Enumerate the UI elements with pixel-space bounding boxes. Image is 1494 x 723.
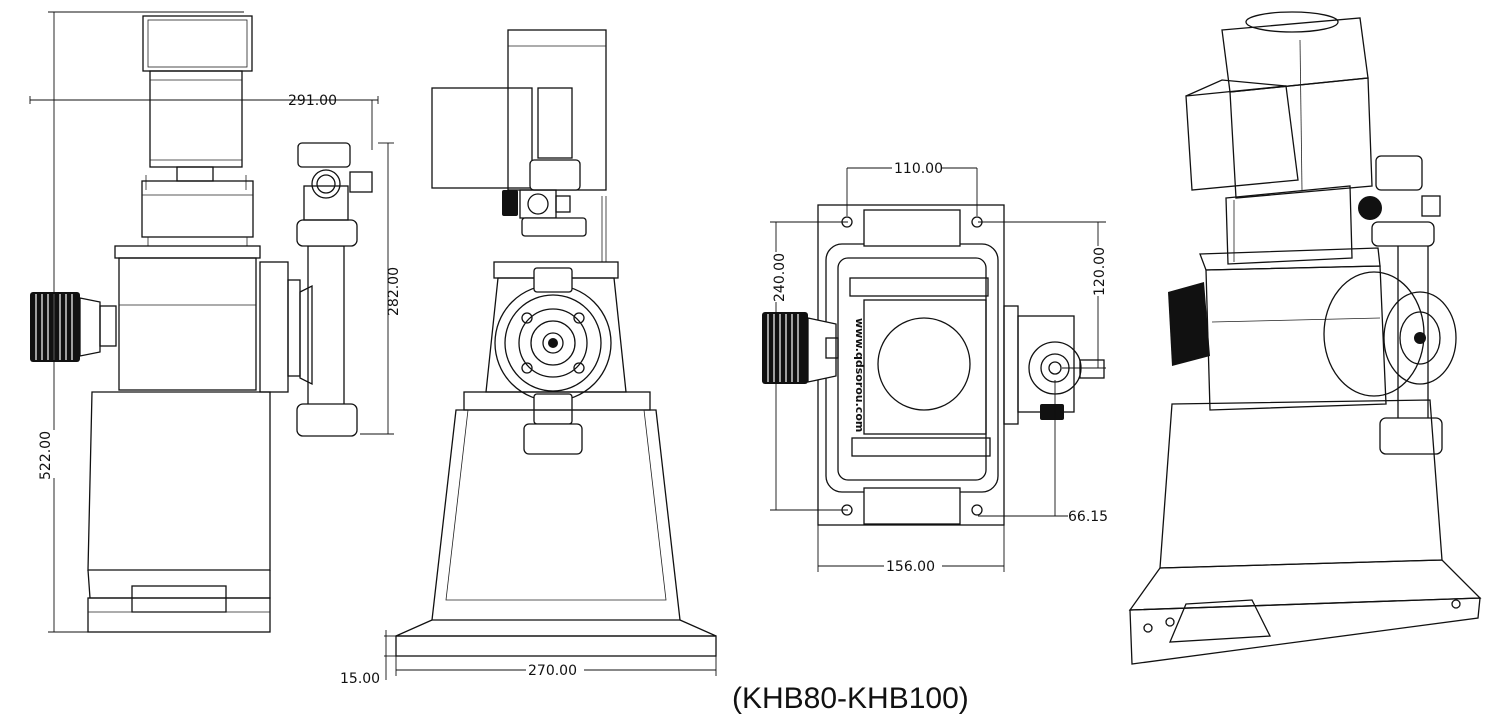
dim-front-base-width: 270.00 (528, 663, 577, 679)
isometric-view (1128, 11, 1482, 665)
engraving-text: www.qdsorou.com (853, 318, 866, 432)
dim-top-bolt-spacing: 110.00 (894, 161, 943, 177)
dim-side-total-height: 522.00 (38, 431, 54, 480)
side-view: 291.00 282.00 522.00 (29, 11, 402, 633)
dim-top-bolt-length: 240.00 (772, 253, 788, 302)
dim-top-outlet-to-bolt: 66.15 (1068, 509, 1108, 525)
top-view: www.qdsorou.com 110.00 240.00 (762, 158, 1108, 575)
dim-front-base-thickness: 15.00 (340, 671, 380, 687)
dim-top-outlet-offset: 120.00 (1092, 247, 1108, 296)
front-view: 15.00 270.00 (340, 29, 717, 687)
dim-side-width: 291.00 (288, 93, 337, 109)
dim-top-base-width: 156.00 (886, 559, 935, 575)
model-caption: (KHB80-KHB100) (732, 682, 969, 715)
dim-side-outlet-height: 282.00 (386, 267, 402, 316)
